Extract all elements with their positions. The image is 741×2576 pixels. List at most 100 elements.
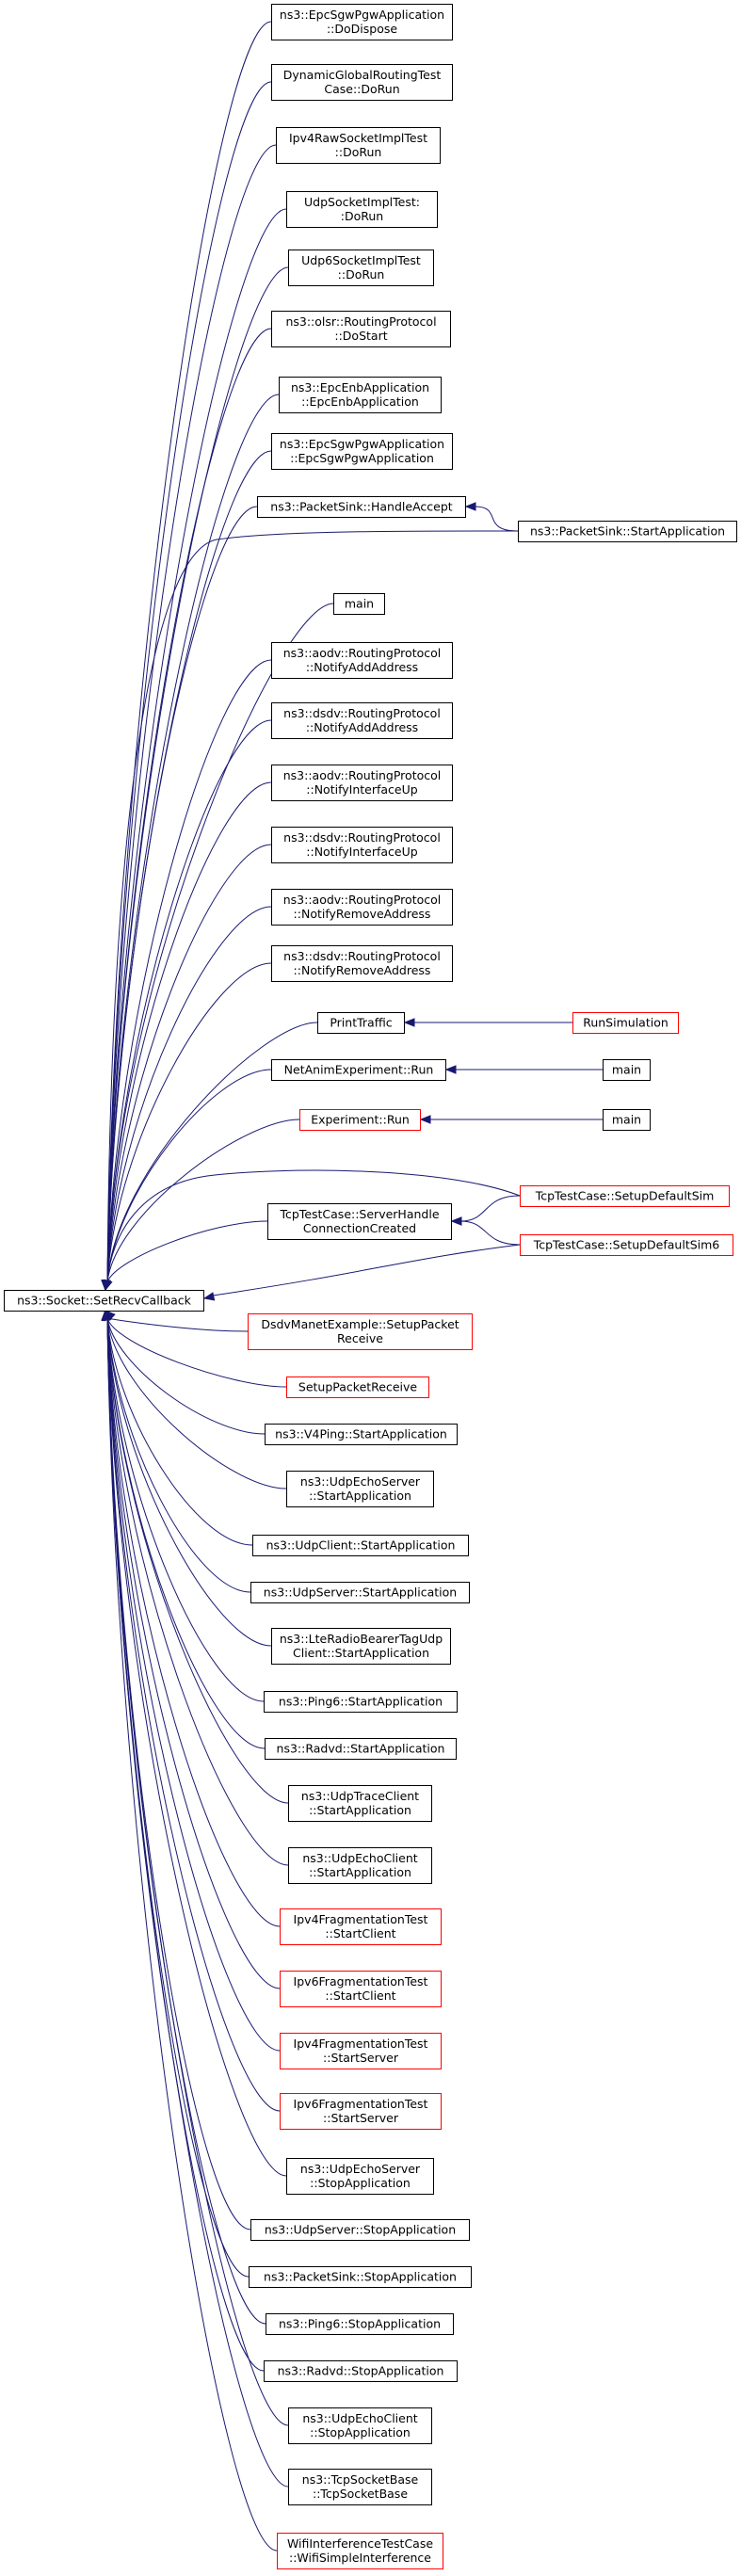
caller-node-ns3-udpserver-startapplication[interactable]: ns3::UdpServer::StartApplication <box>250 1582 470 1603</box>
caller-node-main[interactable]: main <box>603 1059 651 1081</box>
caller-node-ns3-udpechoclient-startapplication[interactable]: ns3::UdpEchoClient::StartApplication <box>288 1847 432 1884</box>
node-label-line: ::NotifyAddAddress <box>306 660 418 674</box>
node-layer: ns3::Socket::SetRecvCallback ns3::EpcSgwP… <box>4 4 737 2569</box>
arrowhead <box>444 1065 457 1074</box>
caller-node-ipv6fragmentationtest-startserver[interactable]: Ipv6FragmentationTest::StartServer <box>280 2093 442 2130</box>
caller-node-ns3-aodv-routingprotocol-notifyaddaddress[interactable]: ns3::aodv::RoutingProtocol::NotifyAddAdd… <box>271 642 453 679</box>
caller-node-ns3-radvd-startapplication[interactable]: ns3::Radvd::StartApplication <box>265 1738 457 1760</box>
caller-node-ipv4fragmentationtest-startserver[interactable]: Ipv4FragmentationTest::StartServer <box>280 2033 442 2069</box>
caller-node-runsimulation[interactable]: RunSimulation <box>572 1012 679 1034</box>
caller-node-ns3-udpechoserver-stopapplication[interactable]: ns3::UdpEchoServer::StopApplication <box>286 2158 434 2195</box>
node-box <box>518 521 737 542</box>
edge-line <box>106 1317 287 1388</box>
node-label-line: ns3::TcpSocketBase <box>302 2472 419 2487</box>
node-box <box>572 1012 679 1034</box>
edge-line <box>106 1317 272 1647</box>
edge-o5-to-n20 <box>450 1195 521 1226</box>
edge-line <box>106 1119 300 1283</box>
caller-node-udp6socketimpltest-dorun[interactable]: Udp6SocketImplTest::DoRun <box>288 250 434 286</box>
caller-node-setuppacketreceive[interactable]: SetupPacketReceive <box>286 1377 429 1398</box>
caller-node-ns3-udpserver-stopapplication[interactable]: ns3::UdpServer::StopApplication <box>250 2219 470 2241</box>
edge-line <box>106 1317 265 2372</box>
node-box <box>280 2093 442 2130</box>
node-label-line: ns3::UdpEchoServer <box>300 1474 421 1489</box>
caller-node-ns3-dsdv-routingprotocol-notifyinterfaceup[interactable]: ns3::dsdv::RoutingProtocol::NotifyInterf… <box>271 827 453 863</box>
arrowhead <box>101 1280 111 1292</box>
node-label-line: ::StartClient <box>325 1926 395 1940</box>
edge-line <box>106 1317 281 2052</box>
caller-node-ns3-dsdv-routingprotocol-notifyremoveaddress[interactable]: ns3::dsdv::RoutingProtocol::NotifyRemove… <box>271 945 453 982</box>
caller-node-ipv4rawsocketimpltest-dorun[interactable]: Ipv4RawSocketImplTest::DoRun <box>276 127 441 164</box>
node-label-line: ::NotifyAddAddress <box>306 720 418 734</box>
caller-node-ns3-epcsgwpgwapplication-epcsgwpgwapplication[interactable]: ns3::EpcSgwPgwApplication::EpcSgwPgwAppl… <box>271 433 453 470</box>
caller-node-dsdvmanetexample-setuppacketreceive[interactable]: DsdvManetExample::SetupPacketReceive <box>248 1313 473 1350</box>
caller-node-ns3-dsdv-routingprotocol-notifyaddaddress[interactable]: ns3::dsdv::RoutingProtocol::NotifyAddAdd… <box>271 702 453 739</box>
caller-node-ns3-packetsink-stopapplication[interactable]: ns3::PacketSink::StopApplication <box>249 2266 472 2288</box>
caller-node-wifiinterferencetestcase-wifisimpleinterference[interactable]: WifiInterferenceTestCase::WifiSimpleInte… <box>277 2533 443 2569</box>
node-label-line: main <box>612 1113 641 1127</box>
caller-node-ns3-packetsink-handleaccept[interactable]: ns3::PacketSink::HandleAccept <box>257 496 466 518</box>
edge-n42-to-root <box>101 1309 289 2487</box>
caller-node-ns3-ping6-startapplication[interactable]: ns3::Ping6::StartApplication <box>264 1691 458 1713</box>
caller-node-ipv6fragmentationtest-startclient[interactable]: Ipv6FragmentationTest::StartClient <box>280 1971 442 2007</box>
caller-node-ns3-radvd-stopapplication[interactable]: ns3::Radvd::StopApplication <box>264 2360 458 2382</box>
caller-node-ns3-aodv-routingprotocol-notifyinterfaceup[interactable]: ns3::aodv::RoutingProtocol::NotifyInterf… <box>271 765 453 801</box>
edge-line <box>106 1317 289 2426</box>
node-label-line: ns3::aodv::RoutingProtocol <box>283 893 442 907</box>
edge-n6-to-root <box>101 328 272 1292</box>
node-box <box>280 1908 442 1945</box>
caller-node-printtraffic[interactable]: PrintTraffic <box>317 1012 405 1034</box>
caller-node-ns3-udpclient-startapplication[interactable]: ns3::UdpClient::StartApplication <box>252 1535 469 1556</box>
edge-line <box>106 603 334 1283</box>
node-label-line: TcpTestCase::ServerHandle <box>279 1207 439 1221</box>
caller-node-ns3-v4ping-startapplication[interactable]: ns3::V4Ping::StartApplication <box>265 1424 458 1445</box>
caller-node-ns3-olsr-routingprotocol-dostart[interactable]: ns3::olsr::RoutingProtocol::DoStart <box>271 311 451 347</box>
caller-node-main[interactable]: main <box>333 593 385 615</box>
caller-node-ns3-epcenbapplication-epcenbapplication[interactable]: ns3::EpcEnbApplication::EpcEnbApplicatio… <box>279 377 442 413</box>
caller-node-ns3-lteradiobearertagudpclient-startapplication[interactable]: ns3::LteRadioBearerTagUdpClient::StartAp… <box>271 1628 451 1665</box>
caller-node-ns3-ping6-stopapplication[interactable]: ns3::Ping6::StopApplication <box>266 2313 454 2335</box>
caller-node-tcptestcase-setupdefaultsim[interactable]: TcpTestCase::SetupDefaultSim <box>520 1185 730 1207</box>
caller-node-ns3-packetsink-startapplication[interactable]: ns3::PacketSink::StartApplication <box>518 521 737 542</box>
caller-node-ns3-udpechoclient-stopapplication[interactable]: ns3::UdpEchoClient::StopApplication <box>288 2407 432 2444</box>
edge-line <box>106 1317 289 1866</box>
edge-o4-to-n19 <box>419 1115 603 1124</box>
edge-line <box>106 1069 272 1283</box>
node-label-line: ::StartClient <box>325 1988 395 2003</box>
node-box <box>271 827 453 863</box>
node-box <box>277 2533 443 2569</box>
caller-node-main[interactable]: main <box>603 1109 651 1131</box>
node-label-line: ::EpcSgwPgwApplication <box>290 451 434 465</box>
caller-node-udpsocketimpltest-dorun[interactable]: UdpSocketImplTest::DoRun <box>286 191 438 228</box>
edge-o5-to-root <box>101 1169 521 1292</box>
edge-o2-to-n17 <box>403 1018 573 1027</box>
caller-node-ns3-udptraceclient-startapplication[interactable]: ns3::UdpTraceClient::StartApplication <box>288 1785 432 1822</box>
caller-node-ipv4fragmentationtest-startclient[interactable]: Ipv4FragmentationTest::StartClient <box>280 1908 442 1945</box>
node-label-line: :DoRun <box>341 209 383 223</box>
caller-node-ns3-tcpsocketbase-tcpsocketbase[interactable]: ns3::TcpSocketBase::TcpSocketBase <box>288 2469 432 2505</box>
root-node-ns3-socket-setrecvcallback[interactable]: ns3::Socket::SetRecvCallback <box>4 1290 204 1312</box>
edge-line <box>106 1317 278 2552</box>
node-box <box>603 1109 651 1131</box>
caller-node-netanimexperiment-run[interactable]: NetAnimExperiment::Run <box>271 1059 446 1081</box>
node-label-line: ::StopApplication <box>310 2176 411 2190</box>
edge-n16-to-root <box>101 962 272 1292</box>
node-label-line: main <box>612 1063 641 1077</box>
node-label-line: ns3::EpcSgwPgwApplication <box>280 437 444 451</box>
node-label-line: Ipv6FragmentationTest <box>294 1974 428 1988</box>
node-label-line: ::NotifyInterfaceUp <box>306 845 417 859</box>
edge-n5-to-root <box>101 266 289 1292</box>
caller-node-tcptestcase-serverhandleconnectioncreated[interactable]: TcpTestCase::ServerHandleConnectionCreat… <box>267 1203 452 1240</box>
node-label-line: ns3::Radvd::StopApplication <box>278 2364 444 2378</box>
caller-node-experiment-run[interactable]: Experiment::Run <box>299 1109 421 1131</box>
edge-line <box>106 1317 289 2487</box>
caller-node-ns3-epcsgwpgwapplication-dodispose[interactable]: ns3::EpcSgwPgwApplication::DoDispose <box>271 4 453 40</box>
caller-node-ns3-aodv-routingprotocol-notifyremoveaddress[interactable]: ns3::aodv::RoutingProtocol::NotifyRemove… <box>271 889 453 926</box>
node-label-line: ns3::dsdv::RoutingProtocol <box>283 830 441 845</box>
edge-n11-to-root <box>101 659 272 1292</box>
caller-node-tcptestcase-setupdefaultsim6[interactable]: TcpTestCase::SetupDefaultSim6 <box>520 1234 733 1256</box>
caller-node-ns3-udpechoserver-startapplication[interactable]: ns3::UdpEchoServer::StartApplication <box>286 1471 434 1507</box>
node-box <box>271 433 453 470</box>
node-label-line: ::DoRun <box>335 145 382 159</box>
